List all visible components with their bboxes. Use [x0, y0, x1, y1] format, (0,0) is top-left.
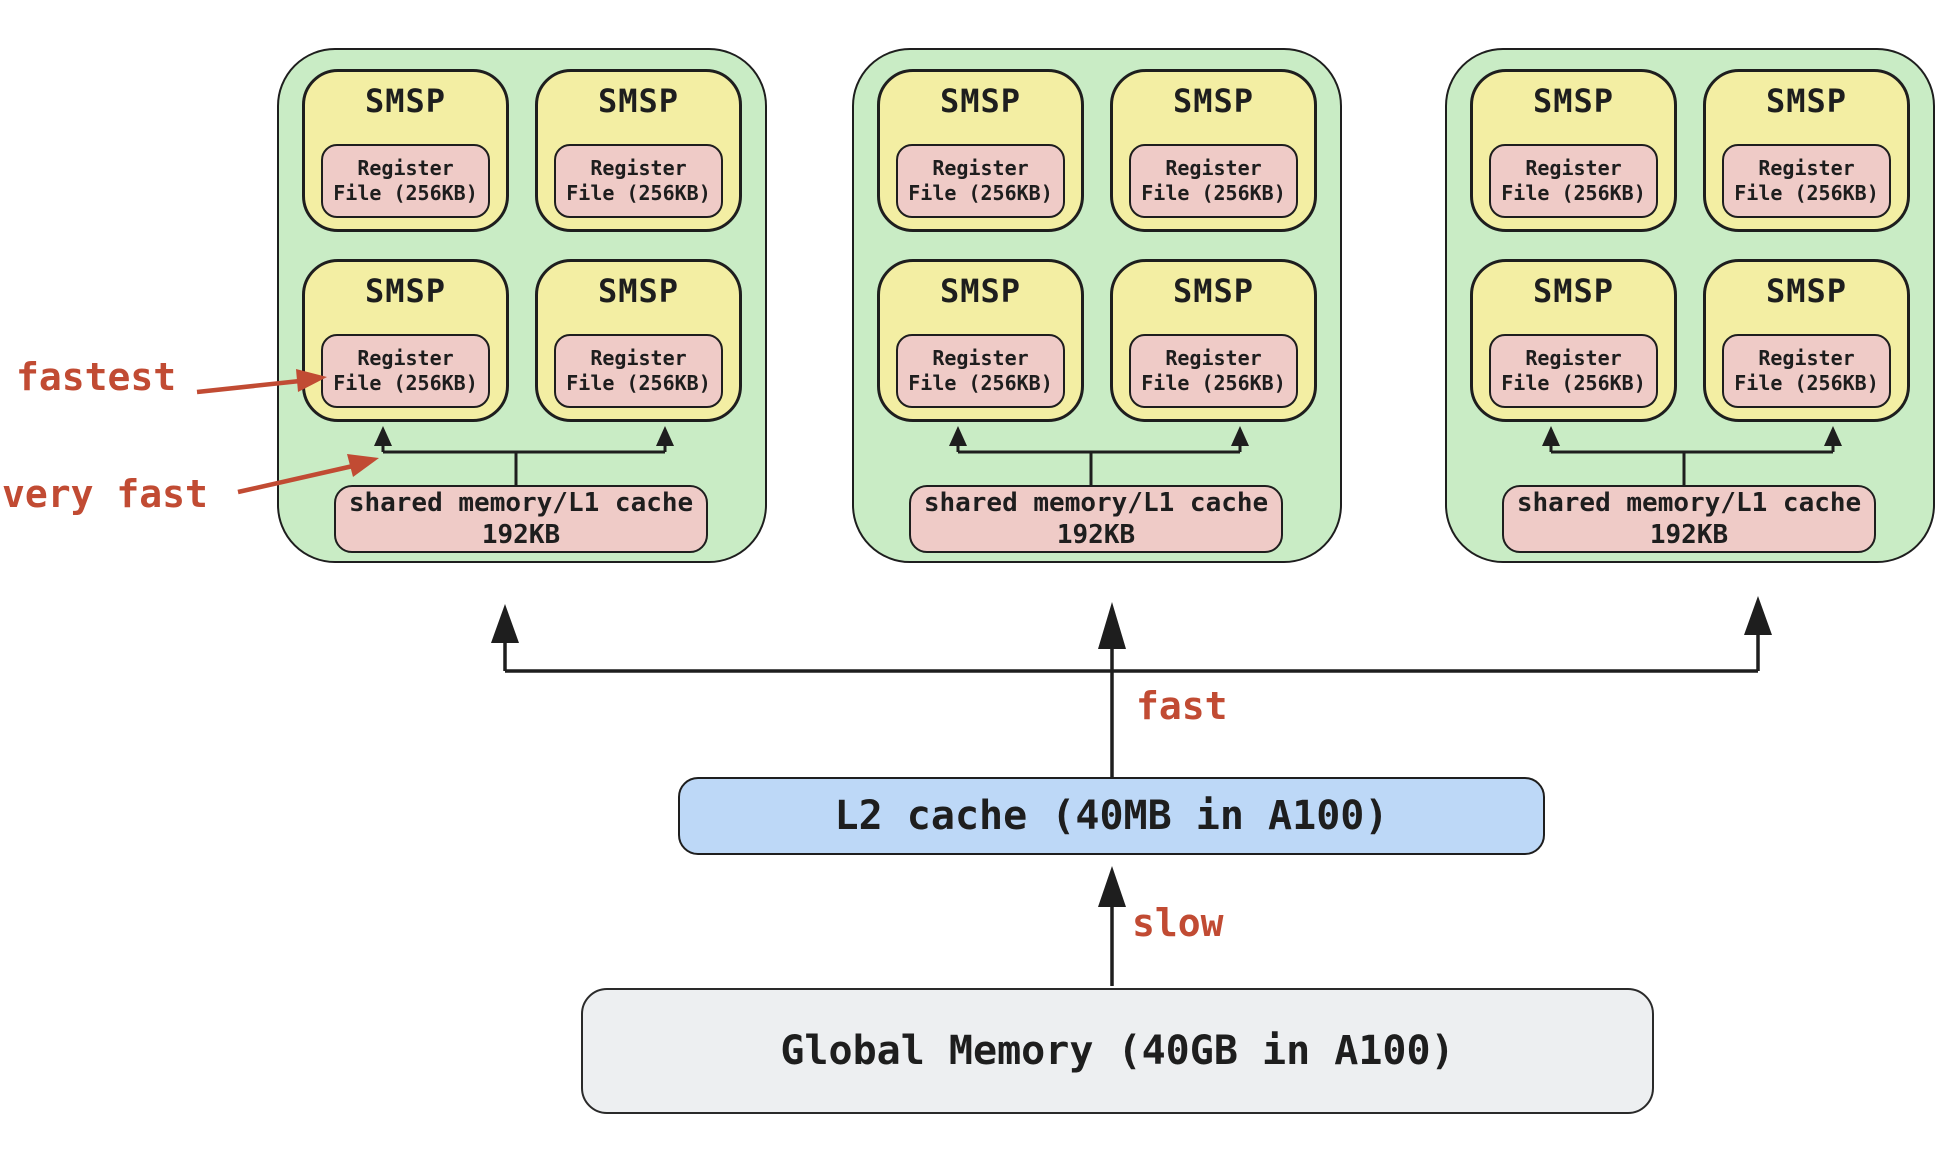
shared-memory-box: shared memory/L1 cache 192KB	[1502, 485, 1876, 553]
register-file-box: Register File (256KB)	[1722, 334, 1891, 408]
shared-memory-label: shared memory/L1 cache	[923, 488, 1269, 518]
smsp-title: SMSP	[597, 82, 680, 120]
fast-label: fast	[1136, 684, 1228, 728]
smsp-box: SMSP Register File (256KB)	[877, 259, 1084, 422]
shared-memory-label: shared memory/L1 cache	[1516, 488, 1862, 518]
smsp-box: SMSP Register File (256KB)	[1470, 259, 1677, 422]
smsp-title: SMSP	[1172, 272, 1255, 310]
register-file-box: Register File (256KB)	[1129, 144, 1298, 218]
sm-box: SMSP Register File (256KB) SMSP Register…	[277, 48, 767, 563]
smsp-box: SMSP Register File (256KB)	[535, 259, 742, 422]
register-file-size: File (256KB)	[333, 371, 478, 395]
l2-to-sm-fanout-arrows	[491, 596, 1772, 777]
l2-cache-label: L2 cache (40MB in A100)	[834, 793, 1389, 839]
smsp-box: SMSP Register File (256KB)	[1110, 69, 1317, 232]
register-file-box: Register File (256KB)	[1489, 334, 1658, 408]
register-file-label: Register	[932, 156, 1029, 180]
register-file-label: Register	[1525, 156, 1622, 180]
shared-memory-size: 192KB	[481, 520, 561, 550]
very-fast-label: very fast	[2, 472, 208, 516]
sm-box: SMSP Register File (256KB) SMSP Register…	[852, 48, 1342, 563]
shared-memory-label: shared memory/L1 cache	[348, 488, 694, 518]
smsp-box: SMSP Register File (256KB)	[877, 69, 1084, 232]
global-memory-box: Global Memory (40GB in A100)	[581, 988, 1654, 1114]
register-file-box: Register File (256KB)	[554, 144, 723, 218]
shared-memory-to-smsp-arrows	[1542, 426, 1842, 485]
shared-memory-box: shared memory/L1 cache 192KB	[909, 485, 1283, 553]
slow-label: slow	[1132, 901, 1224, 945]
register-file-label: Register	[1165, 346, 1262, 370]
shared-memory-box: shared memory/L1 cache 192KB	[334, 485, 708, 553]
register-file-box: Register File (256KB)	[1722, 144, 1891, 218]
smsp-title: SMSP	[1765, 82, 1848, 120]
smsp-title: SMSP	[1532, 82, 1615, 120]
register-file-size: File (256KB)	[1141, 181, 1286, 205]
fastest-label: fastest	[16, 355, 177, 399]
register-file-size: File (256KB)	[1501, 371, 1646, 395]
smsp-box: SMSP Register File (256KB)	[302, 259, 509, 422]
register-file-box: Register File (256KB)	[321, 144, 490, 218]
smsp-title: SMSP	[1172, 82, 1255, 120]
register-file-size: File (256KB)	[908, 181, 1053, 205]
smsp-box: SMSP Register File (256KB)	[1110, 259, 1317, 422]
smsp-title: SMSP	[939, 82, 1022, 120]
smsp-box: SMSP Register File (256KB)	[302, 69, 509, 232]
global-to-l2-arrow	[1098, 866, 1126, 986]
smsp-title: SMSP	[364, 272, 447, 310]
shared-memory-size: 192KB	[1649, 520, 1729, 550]
register-file-label: Register	[1758, 156, 1855, 180]
register-file-size: File (256KB)	[333, 181, 478, 205]
register-file-size: File (256KB)	[1734, 181, 1879, 205]
register-file-size: File (256KB)	[566, 371, 711, 395]
global-memory-label: Global Memory (40GB in A100)	[780, 1028, 1455, 1074]
smsp-title: SMSP	[1765, 272, 1848, 310]
shared-memory-size: 192KB	[1056, 520, 1136, 550]
register-file-size: File (256KB)	[1734, 371, 1879, 395]
register-file-label: Register	[1165, 156, 1262, 180]
register-file-label: Register	[590, 156, 687, 180]
smsp-title: SMSP	[364, 82, 447, 120]
register-file-label: Register	[1758, 346, 1855, 370]
sm-box: SMSP Register File (256KB) SMSP Register…	[1445, 48, 1935, 563]
smsp-title: SMSP	[597, 272, 680, 310]
shared-memory-to-smsp-arrows	[374, 426, 674, 485]
register-file-label: Register	[590, 346, 687, 370]
smsp-box: SMSP Register File (256KB)	[1703, 259, 1910, 422]
register-file-box: Register File (256KB)	[1489, 144, 1658, 218]
smsp-box: SMSP Register File (256KB)	[1470, 69, 1677, 232]
register-file-label: Register	[932, 346, 1029, 370]
smsp-title: SMSP	[1532, 272, 1615, 310]
register-file-label: Register	[1525, 346, 1622, 370]
register-file-box: Register File (256KB)	[896, 144, 1065, 218]
register-file-size: File (256KB)	[1501, 181, 1646, 205]
shared-memory-to-smsp-arrows	[949, 426, 1249, 485]
register-file-box: Register File (256KB)	[1129, 334, 1298, 408]
register-file-box: Register File (256KB)	[896, 334, 1065, 408]
register-file-size: File (256KB)	[566, 181, 711, 205]
register-file-box: Register File (256KB)	[321, 334, 490, 408]
smsp-title: SMSP	[939, 272, 1022, 310]
register-file-label: Register	[357, 156, 454, 180]
register-file-label: Register	[357, 346, 454, 370]
smsp-box: SMSP Register File (256KB)	[535, 69, 742, 232]
register-file-size: File (256KB)	[908, 371, 1053, 395]
l2-cache-box: L2 cache (40MB in A100)	[678, 777, 1545, 855]
smsp-box: SMSP Register File (256KB)	[1703, 69, 1910, 232]
register-file-size: File (256KB)	[1141, 371, 1286, 395]
register-file-box: Register File (256KB)	[554, 334, 723, 408]
